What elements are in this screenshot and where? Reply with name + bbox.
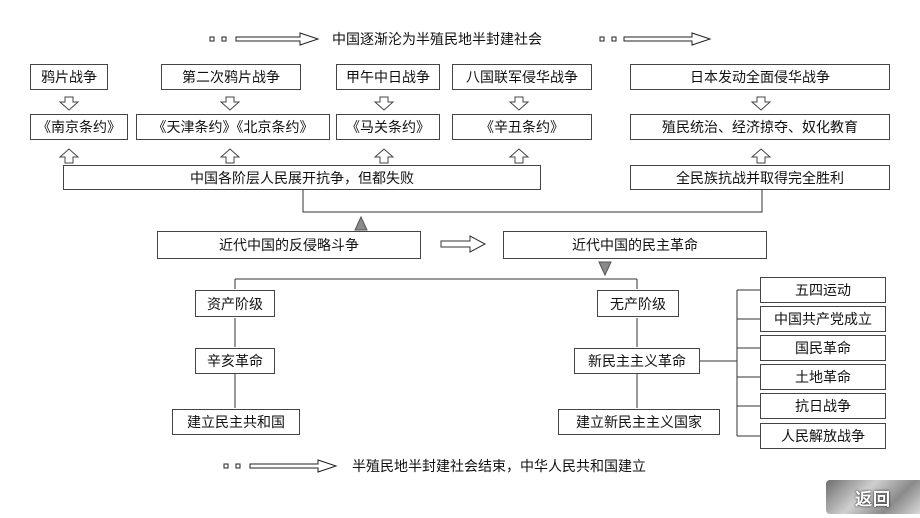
title-arrow-left	[209, 32, 320, 46]
war-opium: 鸦片战争	[30, 64, 108, 90]
up-arrows	[58, 148, 772, 164]
treaty-tianjin-beijing: 《天津条约》《北京条约》	[136, 114, 330, 140]
diagram-footer: 半殖民地半封建社会结束，中华人民共和国建立	[352, 459, 646, 475]
event-liberation-war: 人民解放战争	[760, 423, 886, 449]
back-button[interactable]: 返回	[826, 480, 920, 514]
anti-aggression-struggle: 近代中国的反侵略斗争	[157, 231, 421, 259]
new-democratic-state: 建立新民主主义国家	[558, 409, 720, 435]
democratic-revolution: 近代中国的民主革命	[503, 231, 767, 259]
treaty-nanjing: 《南京条约》	[30, 114, 128, 140]
event-may-fourth: 五四运动	[760, 277, 886, 303]
war-second-opium: 第二次鸦片战争	[161, 64, 301, 90]
resistance-victory: 全民族抗战并取得完全胜利	[630, 165, 890, 190]
event-anti-japanese-war: 抗日战争	[760, 393, 886, 419]
footer-arrow	[223, 459, 338, 473]
event-national-revolution: 国民革命	[760, 335, 886, 361]
democratic-republic: 建立民主共和国	[172, 409, 300, 435]
title-arrow-right	[599, 32, 712, 46]
resistance-failed: 中国各阶层人民展开抗争，但都失败	[63, 165, 541, 190]
event-land-revolution: 土地革命	[760, 364, 886, 390]
war-japan-full-invasion: 日本发动全面侵华战争	[630, 64, 890, 90]
proletariat-class: 无产阶级	[597, 290, 679, 317]
colonial-rule: 殖民统治、经济掠夺、奴化教育	[630, 114, 890, 140]
bourgeoisie-class: 资产阶级	[195, 290, 275, 317]
new-democratic-revolution: 新民主主义革命	[574, 348, 700, 374]
treaty-boxer: 《辛丑条约》	[452, 114, 592, 140]
war-sino-japanese: 甲午中日战争	[336, 64, 440, 90]
xinhai-revolution: 辛亥革命	[195, 348, 275, 374]
war-eight-nation: 八国联军侵华战争	[452, 64, 592, 90]
diagram-title: 中国逐渐沦为半殖民地半封建社会	[332, 32, 542, 48]
down-arrows	[58, 96, 772, 111]
treaty-shimonoseki: 《马关条约》	[336, 114, 440, 140]
event-cpc-founded: 中国共产党成立	[760, 306, 886, 332]
